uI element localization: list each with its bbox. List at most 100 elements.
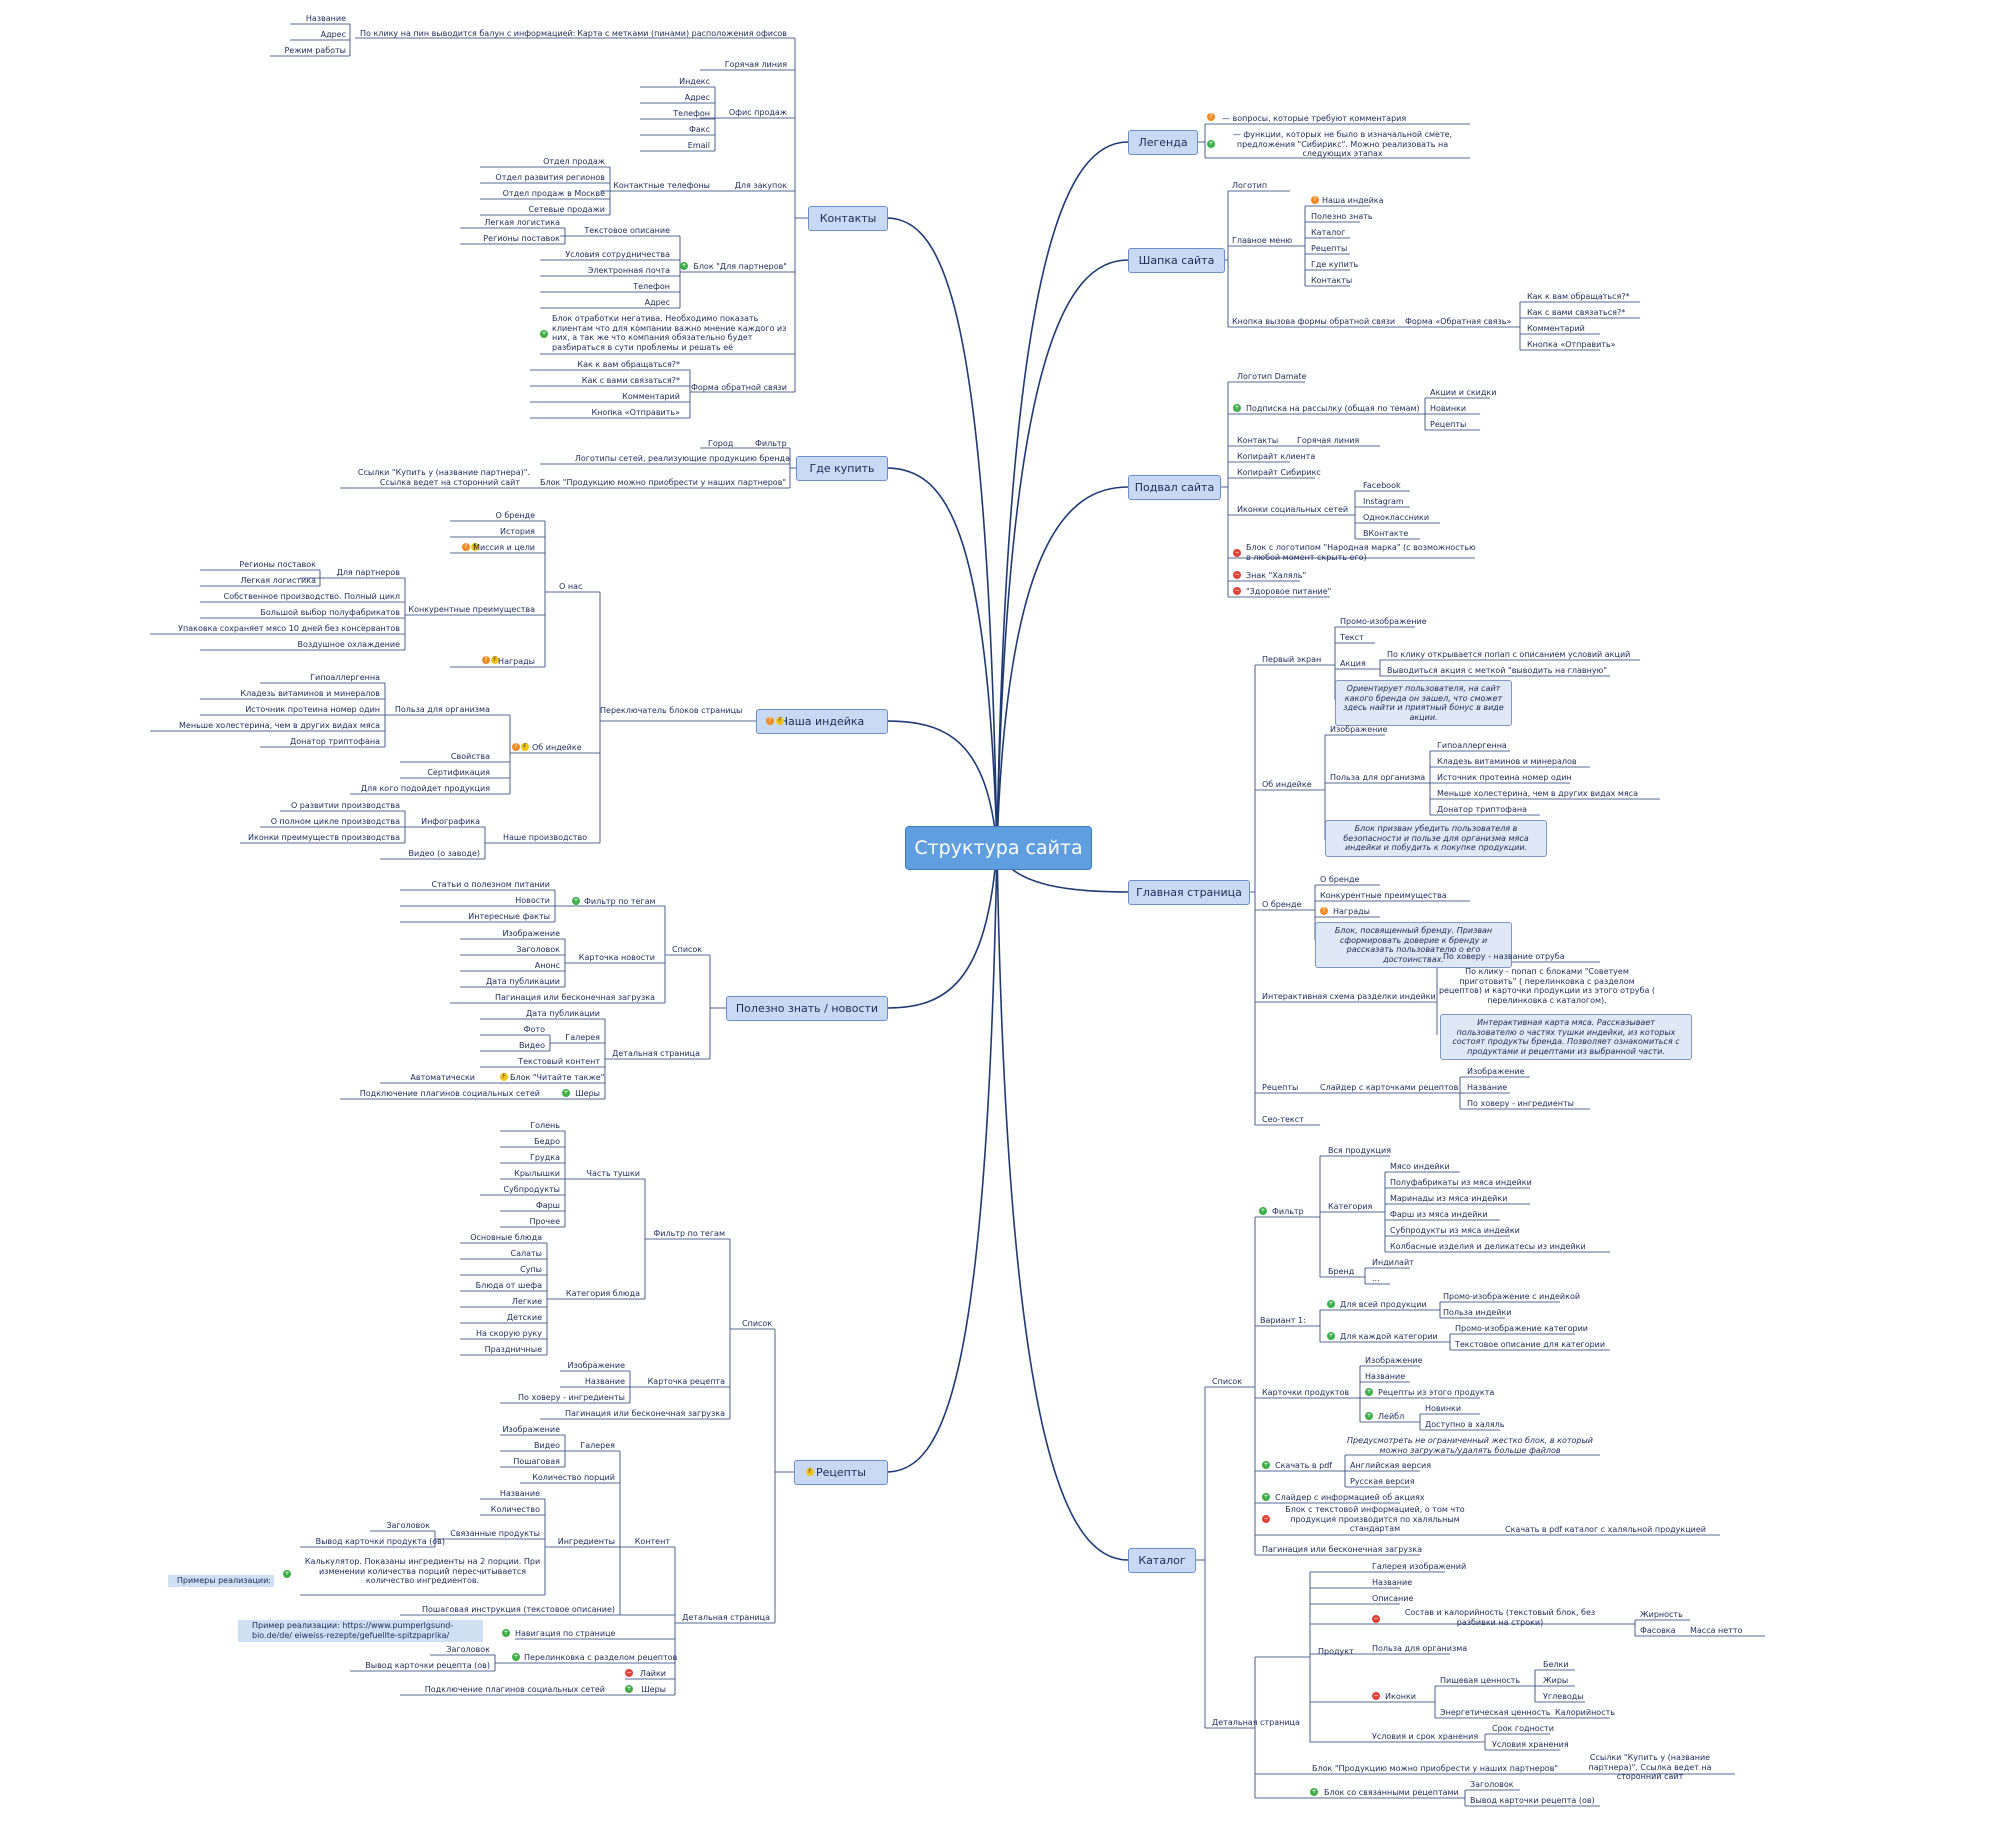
node-label: Сертификация bbox=[427, 768, 490, 777]
node-label: Польза индейки bbox=[1443, 1308, 1512, 1317]
node-label: Легкая логистика bbox=[484, 218, 560, 227]
node-label: О полном цикле производства bbox=[270, 817, 400, 826]
node-label: Условия хранения bbox=[1492, 1740, 1569, 1749]
question-icon: ? bbox=[512, 743, 520, 751]
node-label: Описание bbox=[1372, 1594, 1414, 1603]
node-label: Карта с метками (пинами) расположения оф… bbox=[577, 29, 787, 38]
node-label: Свойства bbox=[450, 752, 490, 761]
node-label: О нас bbox=[559, 582, 583, 591]
node-label: Вывод карточки рецепта (ов) bbox=[1470, 1796, 1595, 1805]
node-label: Детальная страница bbox=[1212, 1718, 1300, 1727]
node-label: Комментарий bbox=[622, 392, 680, 401]
node-label: Название bbox=[1365, 1372, 1406, 1381]
node-label: Категория bbox=[1328, 1202, 1373, 1211]
node-label: Видео bbox=[533, 1441, 560, 1450]
node-label: Шеры bbox=[641, 1685, 666, 1694]
node-label: Регионы поставок bbox=[483, 234, 560, 243]
function-icon: + bbox=[1327, 1300, 1335, 1308]
main-node-header[interactable]: Шапка сайта bbox=[1128, 248, 1225, 273]
node-label: Количество порций bbox=[532, 1473, 615, 1482]
function-icon: + bbox=[1233, 404, 1241, 412]
node-label: По клику открывается попап с описанием у… bbox=[1387, 650, 1631, 659]
function-icon: F bbox=[806, 1468, 814, 1476]
node-label: Польза для организма bbox=[1330, 773, 1426, 782]
node-label: Автоматически bbox=[410, 1073, 475, 1082]
main-node-footer[interactable]: Подвал сайта bbox=[1128, 475, 1221, 500]
main-node-legend[interactable]: Легенда bbox=[1128, 130, 1198, 155]
node-label: Ингредиенты bbox=[557, 1537, 615, 1546]
node-label: Польза для организма bbox=[394, 705, 490, 714]
node-label: Кладезь витаминов и минералов bbox=[240, 689, 380, 698]
branch-line bbox=[996, 141, 1129, 848]
node-label: Адрес bbox=[644, 298, 670, 307]
node-label: Об индейке bbox=[532, 743, 582, 752]
node-label: Колбасные изделия и деликатесы из индейк… bbox=[1390, 1242, 1586, 1251]
branch-line bbox=[885, 467, 998, 848]
node-label: Сео-текст bbox=[1262, 1115, 1304, 1124]
node-label: Углеводы bbox=[1543, 1692, 1584, 1701]
node-label: Рецепты bbox=[1311, 244, 1348, 253]
main-node-catalog[interactable]: Каталог bbox=[1128, 1548, 1196, 1573]
node-label: Блок с текстовой информацией, о том что … bbox=[1285, 1505, 1465, 1534]
node-label: Текстовое описание для категории bbox=[1455, 1340, 1606, 1349]
node-label: Подписка на рассылку (общая по темам) bbox=[1246, 404, 1420, 413]
node-label: Фильтр bbox=[1272, 1207, 1304, 1216]
node-label: Прочее bbox=[529, 1217, 560, 1226]
node-label: По ховеру - название отруба bbox=[1443, 952, 1565, 961]
node-label: Категория блюда bbox=[565, 1289, 640, 1298]
node-label: Большой выбор полуфабрикатов bbox=[260, 608, 400, 617]
node-label: Вывод карточки рецепта (ов) bbox=[365, 1661, 490, 1670]
node-label: Масса нетто bbox=[1690, 1626, 1743, 1635]
node-label: Пагинация или бесконечная загрузка bbox=[494, 993, 655, 1002]
node-label: Дата публикации bbox=[525, 1009, 600, 1018]
node-label: Иконки bbox=[1385, 1692, 1416, 1701]
branch-line bbox=[885, 846, 998, 1473]
main-node-where-to-buy[interactable]: Где купить bbox=[796, 456, 888, 481]
main-node-our-turkey[interactable]: Наша индейка bbox=[756, 709, 888, 734]
note-box: Блок призван убедить пользователя в безо… bbox=[1325, 820, 1547, 857]
node-label: Логотип Damate bbox=[1237, 372, 1307, 381]
node-label: Кладезь витаминов и минералов bbox=[1437, 757, 1577, 766]
node-label: Факс bbox=[688, 125, 710, 134]
node-label: Регионы поставок bbox=[239, 560, 316, 569]
main-node-home[interactable]: Главная страница bbox=[1128, 880, 1250, 905]
node-label: Как с вами связаться?* bbox=[1527, 308, 1626, 317]
function-icon: + bbox=[1310, 1788, 1318, 1796]
example-link[interactable]: Пример реализации: https://www.pumperlgs… bbox=[238, 1620, 483, 1642]
node-label: Скачать в pdf каталог с халяльной продук… bbox=[1505, 1525, 1706, 1534]
node-label: Кнопка «Отправить» bbox=[1527, 340, 1616, 349]
node-label: Видео (о заводе) bbox=[408, 849, 480, 858]
branch-line bbox=[885, 720, 998, 848]
node-label: Название bbox=[305, 14, 346, 23]
node-label: Переключатель блоков страницы bbox=[600, 706, 743, 715]
function-icon: + bbox=[1207, 140, 1215, 148]
question-icon: ? bbox=[462, 543, 470, 551]
node-label: Адрес bbox=[684, 93, 710, 102]
node-label: Салаты bbox=[510, 1249, 542, 1258]
root-node[interactable]: Структура сайта bbox=[905, 826, 1092, 870]
node-label: Блок отработки негатива. Необходимо пока… bbox=[552, 314, 787, 352]
node-label: Изображение bbox=[1330, 725, 1388, 734]
node-label: Блок "Продукцию можно приобрести у наших… bbox=[1312, 1764, 1559, 1773]
node-label: Доступно в халяль bbox=[1425, 1420, 1505, 1429]
node-label: Видео bbox=[518, 1041, 545, 1050]
node-label: Изображение bbox=[567, 1361, 625, 1370]
node-label: Субпродукты из мяса индейки bbox=[1390, 1226, 1520, 1235]
node-label: Блок "Для партнеров" bbox=[693, 262, 787, 271]
minus-icon: − bbox=[1233, 549, 1241, 557]
node-label: Телефон bbox=[633, 282, 670, 291]
node-label: Фарш bbox=[535, 1201, 560, 1210]
function-icon: F bbox=[471, 543, 479, 551]
node-label: Награды bbox=[498, 657, 535, 666]
node-label: Контактные телефоны bbox=[613, 181, 710, 190]
node-label: О бренде bbox=[1320, 875, 1360, 884]
node-label: Логотипы сетей, реализующие продукцию бр… bbox=[574, 454, 790, 463]
function-icon: F bbox=[521, 743, 529, 751]
main-node-news[interactable]: Полезно знать / новости bbox=[726, 996, 888, 1021]
function-icon: + bbox=[1365, 1412, 1373, 1420]
node-label: Наше производство bbox=[503, 833, 588, 842]
node-label: Воздушное охлаждение bbox=[297, 640, 400, 649]
main-node-contacts[interactable]: Контакты bbox=[808, 206, 888, 231]
function-icon: F bbox=[491, 656, 499, 664]
node-label: Email bbox=[687, 141, 710, 150]
